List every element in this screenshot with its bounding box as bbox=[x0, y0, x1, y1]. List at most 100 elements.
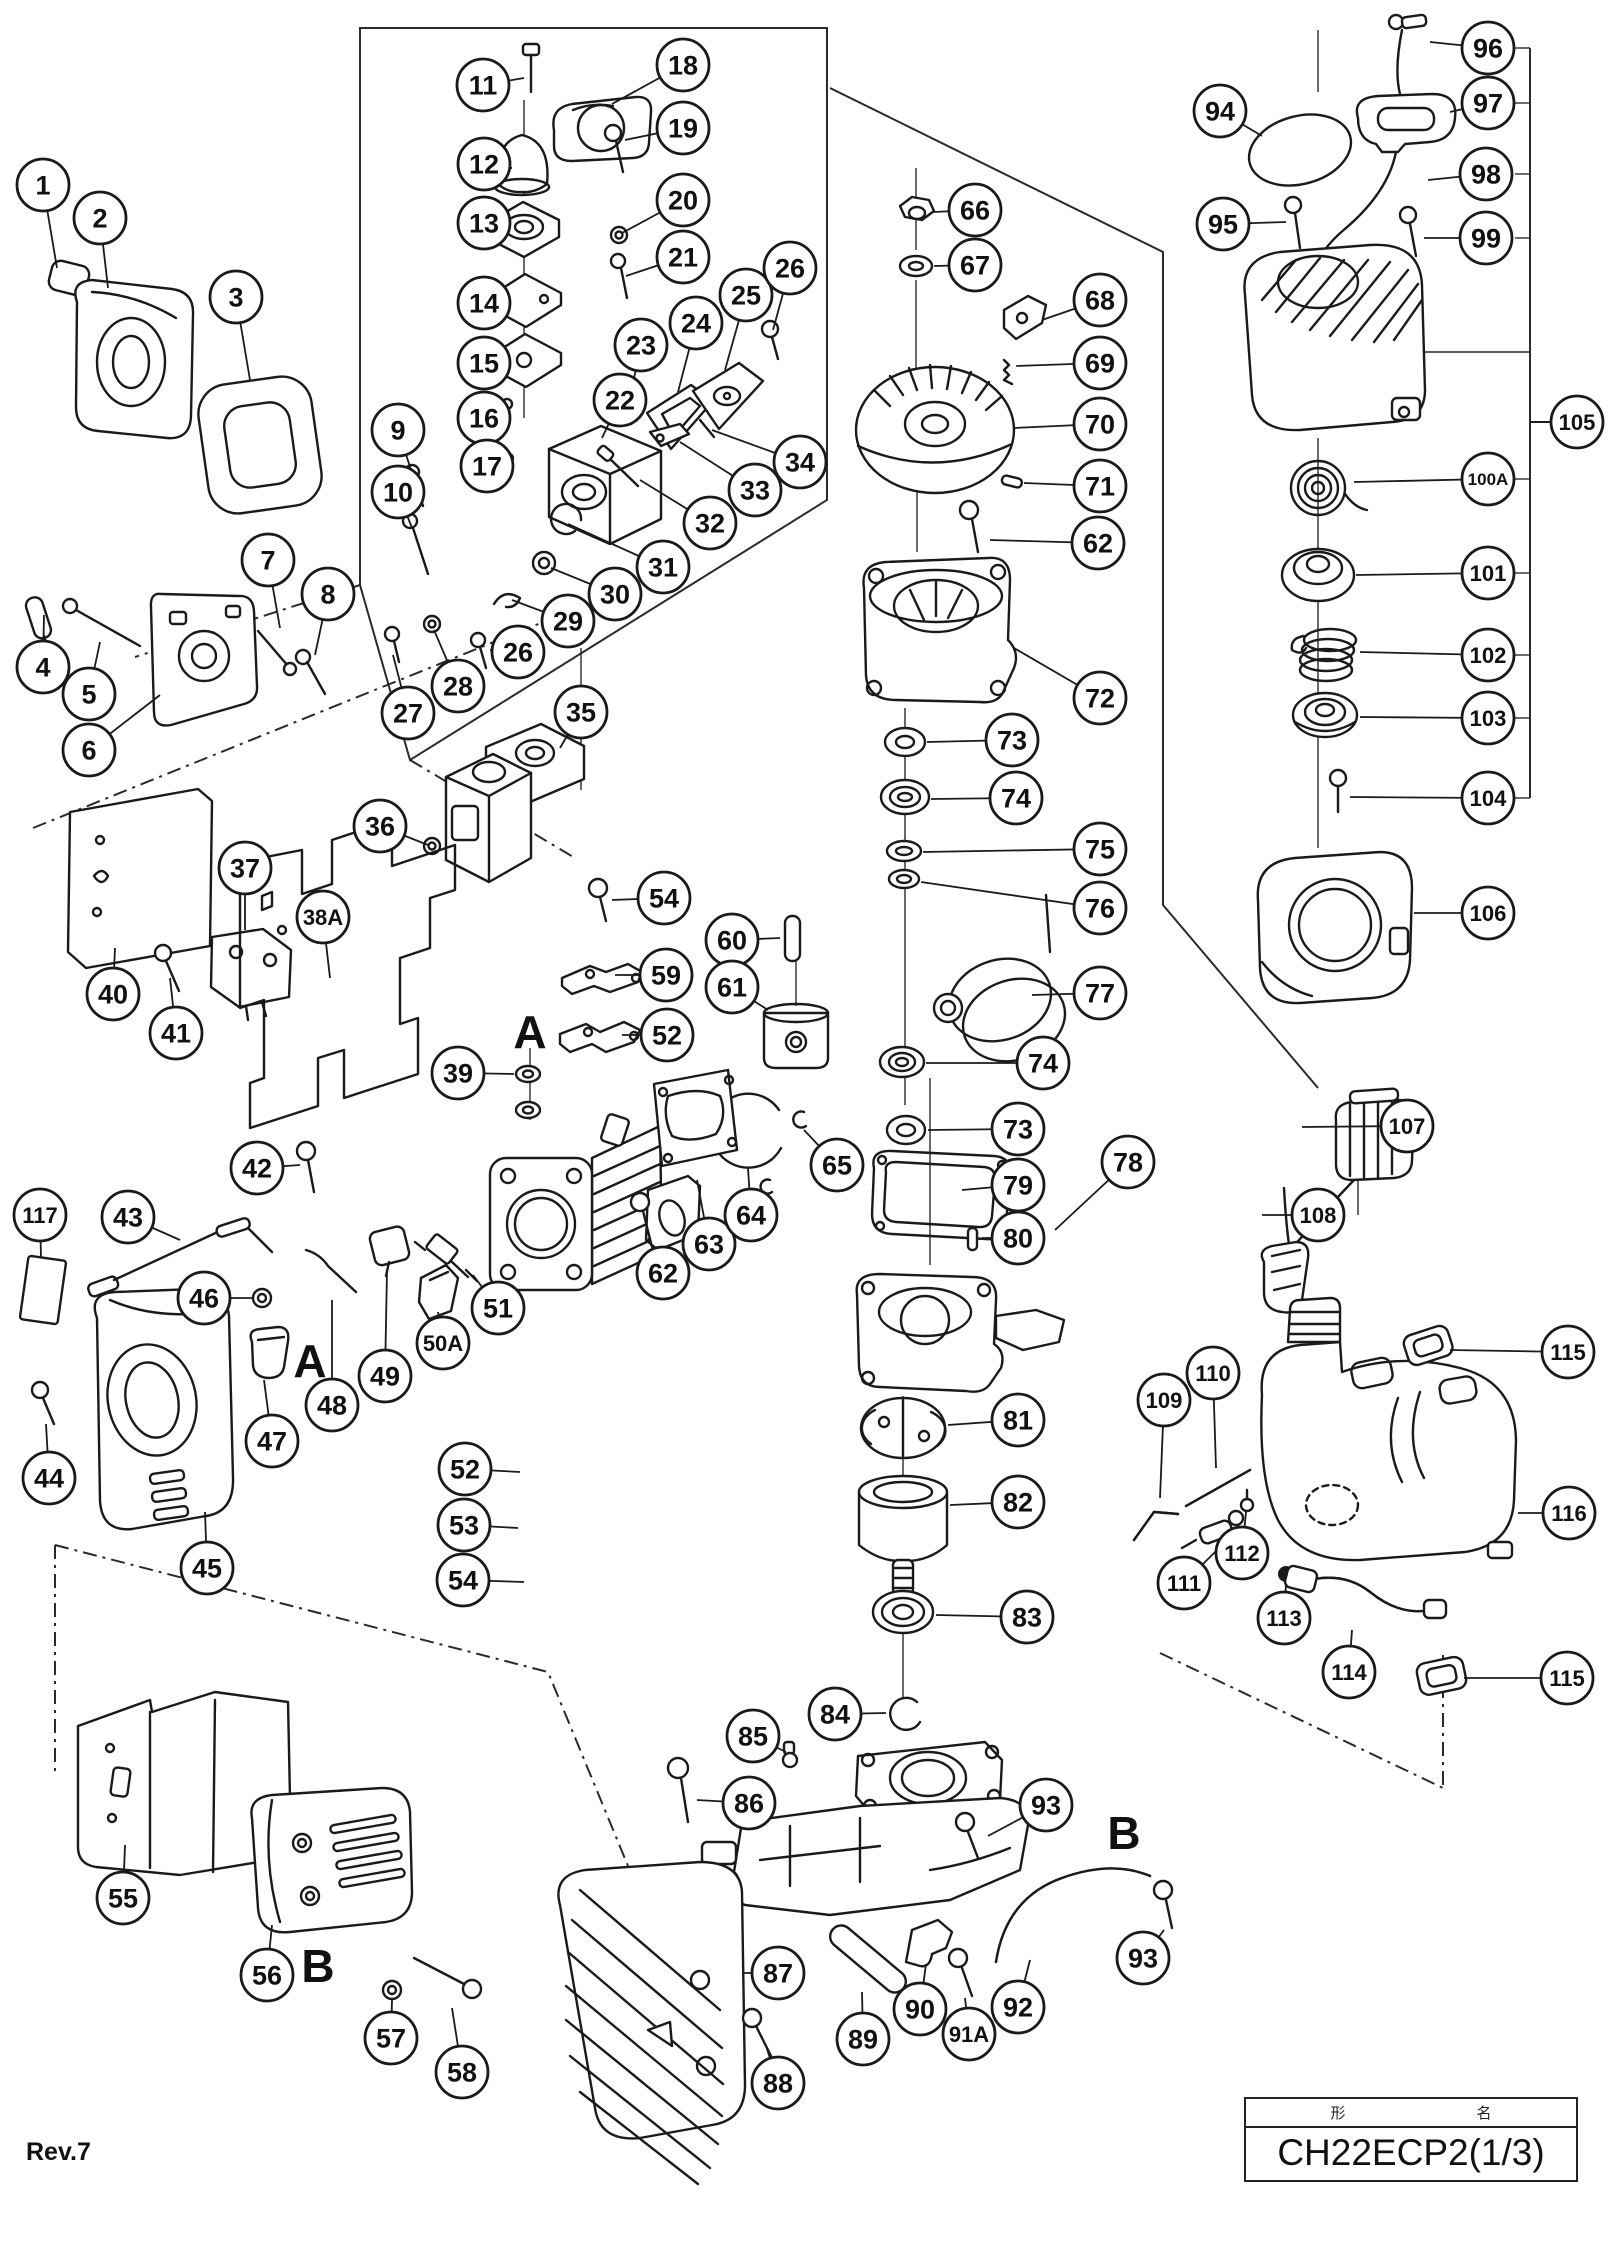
model-table: 形 名 CH22ECP2(1/3) bbox=[1244, 2097, 1578, 2182]
part-washers-39 bbox=[514, 1064, 542, 1120]
reference-letter-A: A bbox=[293, 1335, 326, 1387]
part-screw-11 bbox=[521, 42, 541, 94]
callout-31: 31 bbox=[635, 539, 691, 595]
svg-text:111: 111 bbox=[1167, 1571, 1201, 1596]
part-spring-69 bbox=[1002, 358, 1014, 386]
svg-text:73: 73 bbox=[997, 726, 1027, 756]
callout-77: 77 bbox=[1072, 965, 1128, 1021]
callout-72: 72 bbox=[1072, 670, 1128, 726]
part-boot-47 bbox=[249, 1325, 290, 1380]
callout-99: 99 bbox=[1458, 210, 1514, 266]
svg-text:60: 60 bbox=[717, 926, 747, 956]
callout-11: 11 bbox=[455, 57, 511, 113]
svg-text:63: 63 bbox=[694, 1230, 724, 1260]
part-handle-97 bbox=[1355, 92, 1457, 154]
svg-text:6: 6 bbox=[81, 736, 96, 766]
reference-letter-B: B bbox=[301, 1940, 334, 1992]
svg-text:12: 12 bbox=[469, 150, 499, 180]
svg-text:99: 99 bbox=[1471, 224, 1501, 254]
part-gasket-plates-38A bbox=[238, 818, 457, 1130]
part-washer-57 bbox=[381, 1979, 403, 2001]
callout-64: 64 bbox=[723, 1187, 779, 1243]
callout-94: 94 bbox=[1192, 83, 1248, 139]
svg-text:71: 71 bbox=[1085, 472, 1115, 502]
callout-65: 65 bbox=[809, 1137, 865, 1193]
svg-text:56: 56 bbox=[252, 1961, 282, 1991]
callout-102: 102 bbox=[1460, 627, 1516, 683]
part-ring-31 bbox=[549, 502, 583, 536]
callout-2: 2 bbox=[72, 190, 128, 246]
part-engine-cover-45 bbox=[93, 1287, 235, 1531]
part-pin-34 bbox=[698, 418, 716, 439]
callout-23: 23 bbox=[613, 317, 669, 373]
callout-6: 6 bbox=[61, 722, 117, 778]
svg-text:115: 115 bbox=[1549, 1666, 1585, 1691]
svg-text:26: 26 bbox=[775, 254, 805, 284]
callout-96: 96 bbox=[1460, 20, 1516, 76]
svg-text:58: 58 bbox=[447, 2058, 477, 2088]
callout-69: 69 bbox=[1072, 335, 1128, 391]
svg-text:29: 29 bbox=[553, 607, 583, 637]
callout-63: 63 bbox=[681, 1216, 737, 1272]
part-bearing-74 bbox=[879, 778, 931, 816]
callout-67: 67 bbox=[947, 237, 1003, 293]
callout-68: 68 bbox=[1072, 272, 1128, 328]
part-nut-46 bbox=[251, 1287, 273, 1309]
callout-93: 93 bbox=[1018, 1777, 1074, 1833]
svg-text:117: 117 bbox=[22, 1203, 58, 1228]
part-bolt-58 bbox=[412, 1956, 483, 2000]
callout-34: 34 bbox=[772, 434, 828, 490]
svg-text:53: 53 bbox=[449, 1511, 479, 1541]
svg-text:44: 44 bbox=[34, 1464, 64, 1494]
svg-text:2: 2 bbox=[92, 204, 107, 234]
part-ignition-coil-37 bbox=[209, 927, 293, 1022]
callout-112: 112 bbox=[1214, 1525, 1270, 1581]
svg-text:100A: 100A bbox=[1468, 470, 1509, 489]
callout-52: 52 bbox=[437, 1441, 493, 1497]
part-pipe-109 bbox=[1132, 1510, 1180, 1542]
svg-text:15: 15 bbox=[469, 349, 499, 379]
svg-text:30: 30 bbox=[600, 580, 630, 610]
part-starter-housing-105 bbox=[1243, 243, 1427, 432]
svg-text:83: 83 bbox=[1012, 1603, 1042, 1633]
svg-text:10: 10 bbox=[383, 478, 413, 508]
part-nut-66 bbox=[898, 195, 936, 222]
part-pipe-110 bbox=[1184, 1468, 1252, 1508]
callout-43: 43 bbox=[100, 1189, 156, 1245]
part-crankcase-78 bbox=[855, 1272, 1066, 1393]
callout-38A: 38A bbox=[295, 889, 351, 945]
svg-text:62: 62 bbox=[648, 1259, 678, 1289]
part-nut-28 bbox=[422, 614, 442, 634]
svg-text:64: 64 bbox=[736, 1201, 766, 1231]
part-screw-41 bbox=[153, 943, 181, 993]
callout-105: 105 bbox=[1549, 394, 1605, 450]
callout-74: 74 bbox=[988, 770, 1044, 826]
part-screw-8 bbox=[294, 648, 327, 696]
svg-text:73: 73 bbox=[1003, 1115, 1033, 1145]
callout-18: 18 bbox=[655, 37, 711, 93]
svg-text:74: 74 bbox=[1028, 1049, 1058, 1079]
callout-104: 104 bbox=[1460, 770, 1516, 826]
callout-62: 62 bbox=[635, 1245, 691, 1301]
callout-106: 106 bbox=[1460, 885, 1516, 941]
svg-text:18: 18 bbox=[668, 51, 698, 81]
svg-text:43: 43 bbox=[113, 1203, 143, 1233]
callout-81: 81 bbox=[990, 1392, 1046, 1448]
svg-text:96: 96 bbox=[1473, 34, 1503, 64]
callout-57: 57 bbox=[363, 2010, 419, 2066]
svg-text:78: 78 bbox=[1113, 1148, 1143, 1178]
part-nipple-85 bbox=[781, 1740, 799, 1769]
svg-text:106: 106 bbox=[1470, 901, 1507, 926]
part-screw-19 bbox=[603, 123, 625, 174]
callout-82: 82 bbox=[990, 1474, 1046, 1530]
callout-114: 114 bbox=[1321, 1644, 1377, 1700]
svg-text:59: 59 bbox=[651, 961, 681, 991]
part-cap-retainer-108 bbox=[1260, 1178, 1356, 1314]
svg-text:66: 66 bbox=[960, 196, 990, 226]
svg-text:4: 4 bbox=[35, 653, 50, 683]
svg-text:91A: 91A bbox=[949, 2022, 989, 2047]
svg-text:50A: 50A bbox=[423, 1331, 463, 1356]
